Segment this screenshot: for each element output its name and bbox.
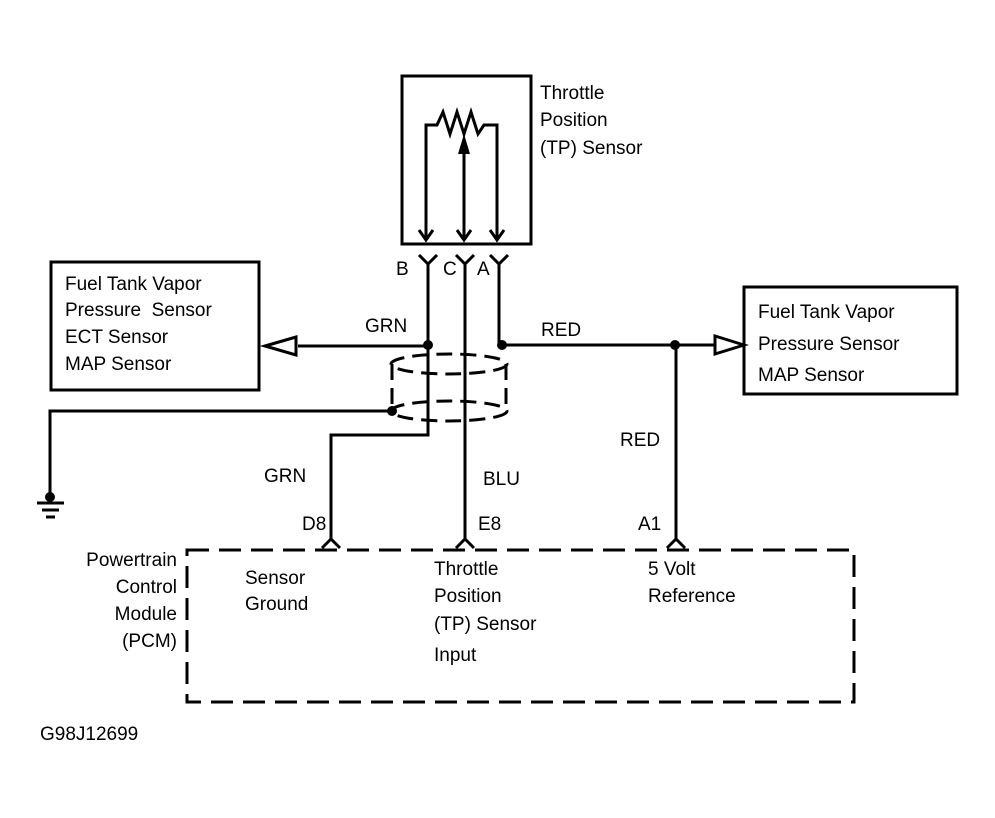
terminal-b-label: B [396, 259, 409, 280]
pin-d8-desc-2: Ground [245, 594, 308, 615]
wire-red [497, 264, 678, 530]
tp-sensor-label-2: Position [540, 110, 608, 131]
wire-label-grn-top: GRN [365, 316, 407, 337]
tp-sensor-label-3: (TP) Sensor [540, 138, 643, 159]
figure-id: G98J12699 [40, 724, 138, 745]
resistor-symbol [424, 107, 499, 240]
right-box-line-3: MAP Sensor [758, 365, 865, 386]
shield-symbol [389, 352, 509, 423]
pcm-label-3: Module [115, 604, 177, 625]
right-box-line-1: Fuel Tank Vapor [758, 302, 895, 323]
pin-d8-label: D8 [302, 514, 326, 535]
pin-e8-desc-3: (TP) Sensor [434, 614, 537, 635]
splice-dot [423, 340, 433, 350]
pin-d8-desc-1: Sensor [245, 568, 306, 589]
splice-dot [670, 340, 680, 350]
pcm-box [185, 548, 856, 704]
pin-e8-desc-2: Position [434, 586, 502, 607]
left-box-line-2: Pressure Sensor [65, 300, 212, 321]
pin-a1-label: A1 [638, 514, 661, 535]
terminal-a-label: A [477, 259, 490, 280]
arrow-right-icon [713, 333, 750, 357]
tp-sensor-box [400, 74, 533, 246]
pcm-label-4: (PCM) [122, 631, 177, 652]
pcm-connectors [320, 530, 687, 550]
wire-label-red-vertical: RED [620, 430, 660, 451]
wire-label-red-top: RED [541, 320, 581, 341]
right-sensor-box [742, 285, 959, 396]
pin-a1-desc-2: Reference [648, 586, 736, 607]
pin-e8-desc-4: Input [434, 645, 477, 666]
pin-e8-label: E8 [478, 514, 501, 535]
wire-label-blu: BLU [483, 469, 520, 490]
splice-dot [497, 340, 507, 350]
arrow-left-icon [259, 335, 298, 357]
wire-drain [48, 409, 392, 497]
ground-icon [37, 492, 64, 519]
arrow-down-icon [488, 229, 506, 243]
pcm-label-2: Control [116, 577, 177, 598]
tp-sensor-label-1: Throttle [540, 83, 604, 104]
wire-grn [329, 264, 430, 530]
arrow-down-icon [417, 229, 435, 243]
wire-label-grn-bottom: GRN [264, 466, 306, 487]
left-sensor-box [49, 260, 261, 392]
left-box-line-4: MAP Sensor [65, 354, 172, 375]
pcm-label-1: Powertrain [86, 550, 177, 571]
terminal-c-label: C [443, 259, 457, 280]
left-box-line-1: Fuel Tank Vapor [65, 274, 202, 295]
wiper-arrow-icon [458, 134, 470, 154]
pin-e8-desc-1: Throttle [434, 559, 498, 580]
terminal-connectors [417, 253, 510, 267]
arrow-down-icon [455, 229, 473, 243]
left-box-line-3: ECT Sensor [65, 327, 169, 348]
right-box-line-2: Pressure Sensor [758, 334, 900, 355]
tp-sensor-potentiometer [417, 107, 506, 243]
pin-a1-desc-1: 5 Volt [648, 559, 696, 580]
